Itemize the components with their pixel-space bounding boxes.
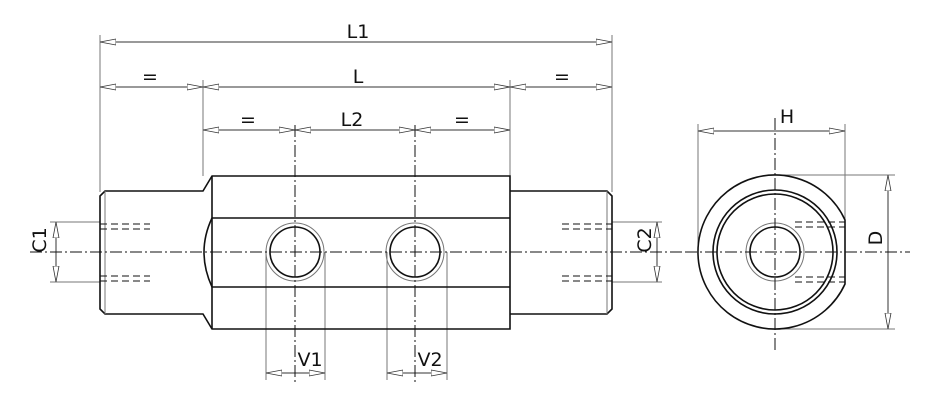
label-equal: = [554, 66, 570, 88]
end-view [685, 118, 910, 352]
label-h: H [780, 106, 794, 128]
dimension-lines [56, 42, 888, 373]
dimension-labels: L1 = L = = L2 = C1 C2 V1 V2 H D [29, 21, 887, 371]
label-l: L [353, 66, 364, 88]
label-v1: V1 [297, 349, 322, 371]
label-l2: L2 [341, 109, 364, 131]
label-v2: V2 [417, 349, 442, 371]
label-d: D [865, 231, 887, 246]
label-c2: C2 [634, 227, 656, 252]
label-equal: = [454, 109, 470, 131]
label-c1: C1 [29, 227, 51, 252]
label-l1: L1 [347, 21, 370, 43]
extension-lines [50, 35, 895, 380]
side-view [30, 125, 685, 385]
label-equal: = [240, 109, 256, 131]
label-equal: = [142, 66, 158, 88]
